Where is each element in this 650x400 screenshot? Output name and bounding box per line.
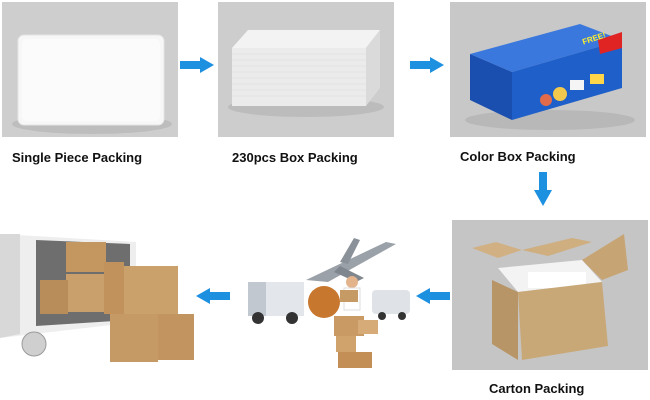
step-label-color-box: Color Box Packing <box>460 149 576 164</box>
color-box-photo: FREE! <box>450 2 646 137</box>
step-label-carton: Carton Packing <box>489 381 585 396</box>
box-stack-photo <box>218 2 394 137</box>
arrow-down-icon <box>534 172 552 206</box>
worker-icon <box>346 276 358 288</box>
arrow-left-icon <box>416 288 450 304</box>
van-icon <box>372 290 410 314</box>
arrow-right-icon <box>180 57 214 73</box>
shipping-collage <box>236 220 414 370</box>
globe-icon <box>308 286 340 318</box>
airplane-icon <box>306 242 396 282</box>
delivery-truck-photo <box>0 222 196 372</box>
arrow-left-icon <box>196 288 230 304</box>
carton-photo <box>452 220 648 370</box>
arrow-right-icon <box>410 57 444 73</box>
step-label-230pcs-box: 230pcs Box Packing <box>232 150 358 165</box>
step-label-single-piece: Single Piece Packing <box>12 150 143 165</box>
single-piece-photo <box>2 2 178 137</box>
